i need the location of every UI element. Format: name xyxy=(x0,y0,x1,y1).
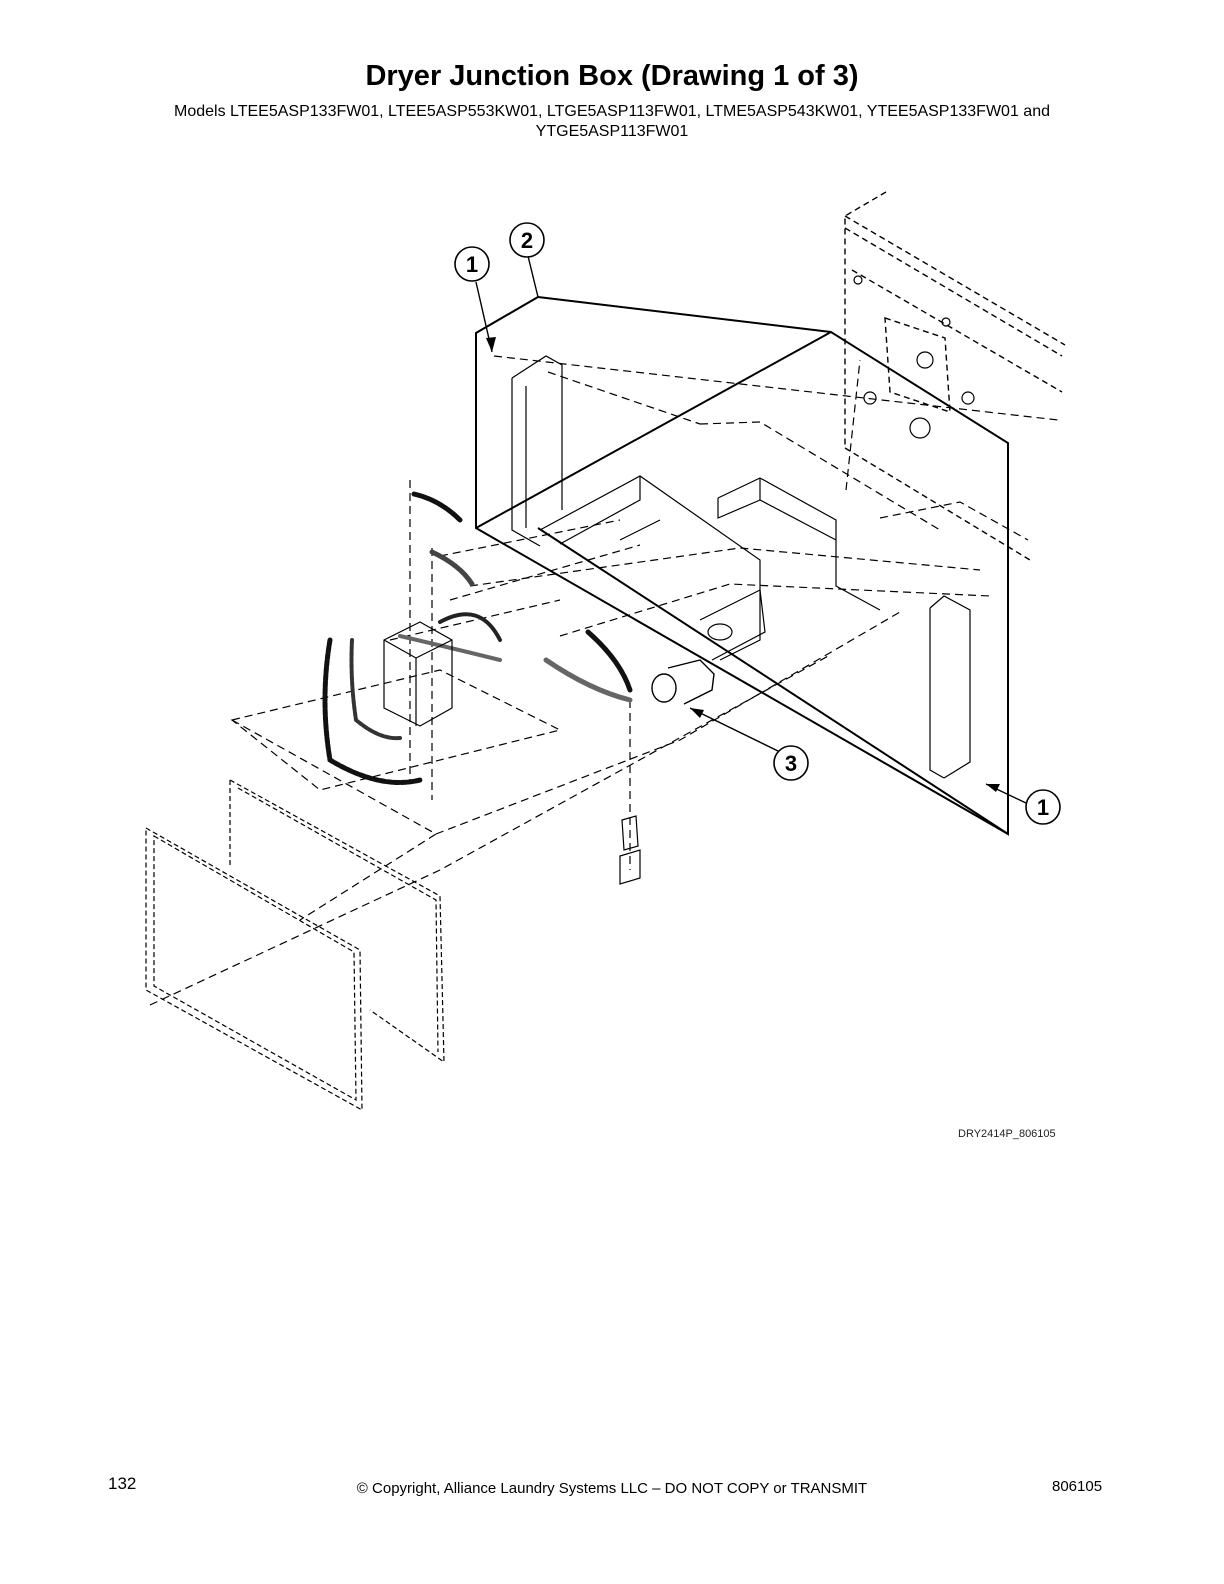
strain-relief xyxy=(651,659,715,705)
callout-label-1-right: 1 xyxy=(1037,795,1049,820)
callout-1-top xyxy=(454,246,490,282)
wire-harness xyxy=(322,491,633,785)
callout-1-right xyxy=(1025,789,1061,825)
callout-circles xyxy=(454,222,1061,825)
filter-block xyxy=(383,621,453,727)
callout-labels: 1 2 3 1 xyxy=(466,228,1049,820)
document-number: 806105 xyxy=(1052,1478,1103,1495)
plug-connector xyxy=(619,815,641,885)
page-title: Dryer Junction Box (Drawing 1 of 3) xyxy=(365,60,859,92)
left-bracket xyxy=(511,355,563,547)
dryer-cabinet-outline xyxy=(844,191,1066,561)
panel-inner-edge xyxy=(475,333,1009,835)
models-line-1: Models LTEE5ASP133FW01, LTEE5ASP553KW01,… xyxy=(174,103,1050,120)
models-line-2: YTGE5ASP113FW01 xyxy=(535,123,689,140)
assembly-lines xyxy=(149,355,1059,1006)
figure-code: DRY2414P_806105 xyxy=(958,1128,1056,1140)
callout-label-2: 2 xyxy=(521,228,533,253)
callout-3 xyxy=(773,745,809,781)
copyright-notice: © Copyright, Alliance Laundry Systems LL… xyxy=(356,1480,868,1497)
callout-label-3: 3 xyxy=(785,751,797,776)
page-number: 132 xyxy=(108,1474,137,1493)
callout-2 xyxy=(509,222,545,258)
models-subtitle: Models LTEE5ASP133FW01, LTEE5ASP553KW01,… xyxy=(90,102,1134,142)
right-bracket xyxy=(929,595,971,779)
cabinet-holes xyxy=(853,275,975,439)
leader-arrowheads xyxy=(486,337,1000,792)
access-cover-front xyxy=(145,826,363,1112)
cover-shield xyxy=(717,477,881,611)
terminal-tray xyxy=(539,475,766,661)
access-cover-rear xyxy=(229,779,445,1064)
callout-label-1-top: 1 xyxy=(466,252,478,277)
